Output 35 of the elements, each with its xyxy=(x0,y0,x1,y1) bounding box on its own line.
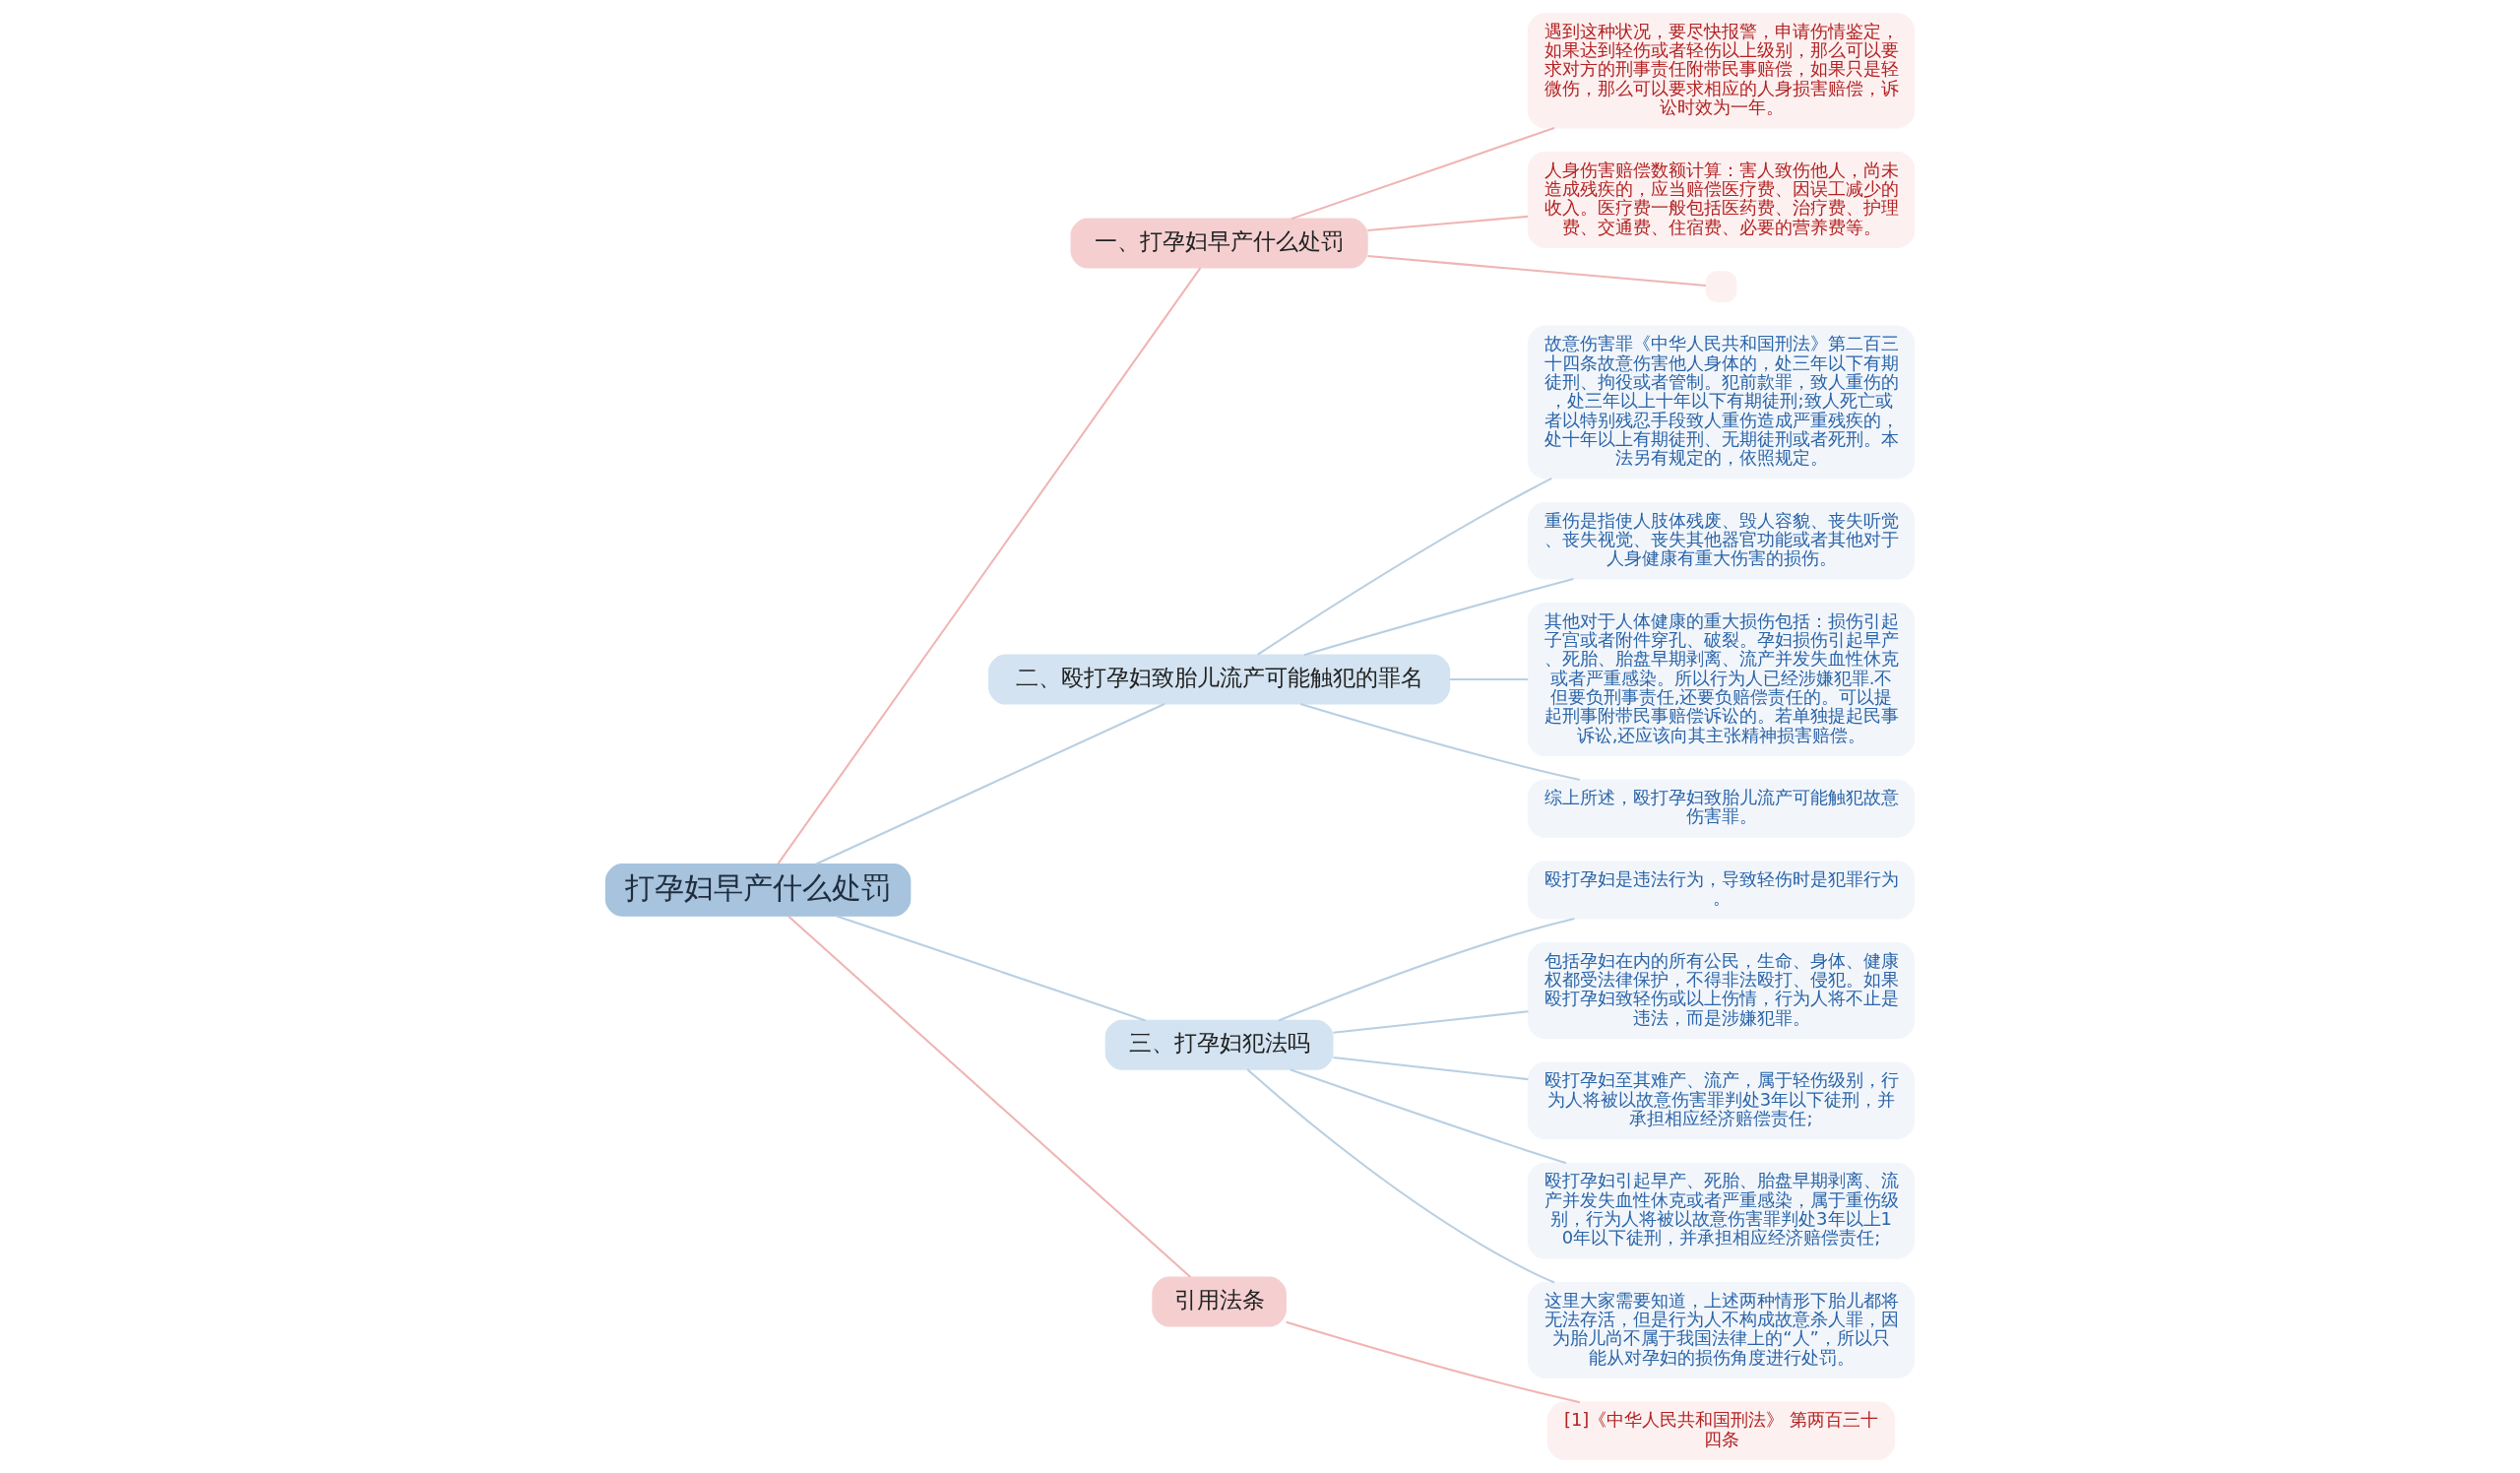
node-box: 重伤是指使人肢体残废、毁人容貌、丧失听觉、丧失视觉、丧失其他器官功能或者其他对于人身健康有重大伤害的损伤。 xyxy=(1527,501,1916,580)
connector xyxy=(1333,1057,1529,1081)
connector xyxy=(1367,255,1706,287)
node-box: 打孕妇早产什么处罚 xyxy=(604,864,912,917)
node-box: 殴打孕妇至其难产、流产，属于轻伤级别，行为人将被以故意伤害罪判处3年以下徒刑，并承担相应经济赔偿责任; xyxy=(1527,1061,1916,1140)
connector xyxy=(1291,126,1555,221)
node-box: 这里大家需要知道，上述两种情形下胎儿都将无法存活，但是行为人不构成故意杀人罪，因为胎儿尚不属于我国法律上的“人”，所以只能从对孕妇的损伤角度进行处罚。 xyxy=(1527,1282,1916,1379)
connector xyxy=(1299,703,1581,782)
node-box: 其他对于人体健康的重大损伤包括：损伤引起子宫或者附件穿孔、破裂。孕妇损伤引起早产、死胎、胎盘早期剥离、流产并发失血性休克或者严重感染。所以行为人已经涉嫌犯罪.不但要负刑事责任,还要负赔偿责任的。可以提起刑事附带民事赔偿诉讼的。若单独提起民事诉讼,还应该向其主张精神损害赔偿。 xyxy=(1527,603,1916,756)
connector xyxy=(1290,1068,1567,1165)
node-box: 殴打孕妇是违法行为，导致轻伤时是犯罪行为。 xyxy=(1527,861,1916,920)
node-box: 殴打孕妇引起早产、死胎、胎盘早期剥离、流产并发失血性休克或者严重感染，属于重伤级别，行为人将被以故意伤害罪判处3年以上10年以下徒刑，并承担相应经济赔偿责任; xyxy=(1527,1162,1916,1259)
node-box: 人身伤害赔偿数额计算：害人致伤他人，尚未造成残疾的，应当赔偿医疗费、因误工减少的收入。医疗费一般包括医药费、治疗费、护理费、交通费、住宿费、必要的营养费等。 xyxy=(1527,151,1916,248)
node-box: 二、殴打孕妇致胎儿流产可能触犯的罪名 xyxy=(988,654,1451,705)
node-box: 故意伤害罪《中华人民共和国刑法》第二百三十四条故意伤害他人身体的，处三年以下有期徒刑、拘役或者管制。犯前款罪，致人重伤的，处三年以上十年以下有期徒刑;致人死亡或者以特别残忍手段致人重伤造成严重残疾的，处十年以上有期徒刑、无期徒刑或者死刑。本法另有规定的，依照规定。 xyxy=(1527,325,1916,480)
connector xyxy=(815,703,1166,865)
connector xyxy=(1286,1320,1581,1404)
node-box: 包括孕妇在内的所有公民，生命、身体、健康权都受法律保护，不得非法殴打、侵犯。如果殴打孕妇致轻伤或以上伤情，行为人将不止是违法，而是涉嫌犯罪。 xyxy=(1527,942,1916,1040)
connector xyxy=(1367,215,1529,232)
connector xyxy=(1278,918,1575,1022)
connector xyxy=(777,267,1202,865)
node-box: 三、打孕妇犯法吗 xyxy=(1104,1019,1334,1070)
connector xyxy=(836,915,1146,1022)
connector xyxy=(1246,1068,1555,1284)
node-box xyxy=(1705,271,1737,303)
node-box: 综上所述，殴打孕妇致胎儿流产可能触犯故意伤害罪。 xyxy=(1527,779,1916,838)
connector xyxy=(1449,678,1529,681)
connector xyxy=(788,915,1192,1278)
node-box: 一、打孕妇早产什么处罚 xyxy=(1070,218,1368,269)
node-box: 遇到这种状况，要尽快报警，申请伤情鉴定，如果达到轻伤或者轻伤以上级别，那么可以要求对方的刑事责任附带民事赔偿，如果只是轻微伤，那么可以要求相应的人身损害赔偿，诉讼时效为一年。 xyxy=(1527,13,1916,129)
connector xyxy=(1333,1010,1529,1034)
connector xyxy=(1257,477,1552,656)
node-box: 引用法条 xyxy=(1152,1276,1287,1327)
connector xyxy=(1303,577,1574,657)
node-box: [1]《中华人民共和国刑法》 第两百三十四条 xyxy=(1546,1401,1896,1460)
